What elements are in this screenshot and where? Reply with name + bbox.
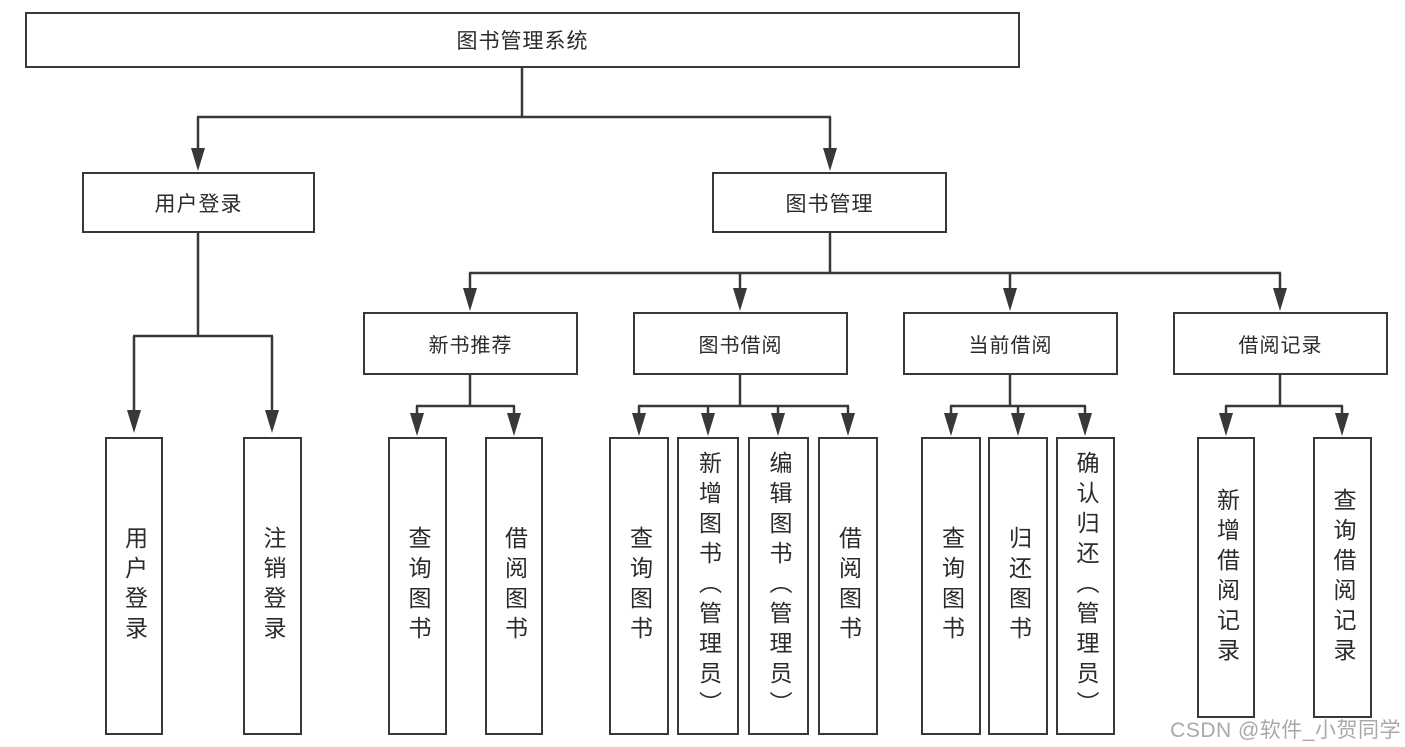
node-book-borrow-label: 图书借阅 xyxy=(698,335,783,357)
node-user-login: 用户登录 xyxy=(82,172,315,233)
node-new-book-recommend-label: 新书推荐 xyxy=(428,335,513,357)
leaf-query-borrow-record: 查询借阅记录 xyxy=(1313,437,1372,718)
node-book-borrow: 图书借阅 xyxy=(633,312,848,375)
leaf-borrow-books: 借阅图书 xyxy=(818,437,878,735)
leaf-add-books-admin: 新增图书（管理员） xyxy=(677,437,739,735)
leaf-edit-books-admin: 编辑图书（管理员） xyxy=(748,437,809,735)
leaf-query-books-recommend: 查询图书 xyxy=(388,437,447,735)
leaf-borrow-books-recommend: 借阅图书 xyxy=(485,437,543,735)
leaf-confirm-return-admin: 确认归还（管理员） xyxy=(1056,437,1115,735)
leaf-return-books: 归还图书 xyxy=(988,437,1048,735)
leaf-add-borrow-record: 新增借阅记录 xyxy=(1197,437,1255,718)
node-user-login-label: 用户登录 xyxy=(154,192,243,216)
node-root-label: 图书管理系统 xyxy=(456,30,589,53)
node-current-borrow: 当前借阅 xyxy=(903,312,1118,375)
node-borrow-records-label: 借阅记录 xyxy=(1238,335,1323,357)
node-borrow-records: 借阅记录 xyxy=(1173,312,1388,375)
leaf-user-login: 用户登录 xyxy=(105,437,163,735)
leaf-query-books-borrow: 查询图书 xyxy=(609,437,669,735)
node-current-borrow-label: 当前借阅 xyxy=(968,335,1053,357)
node-root-system: 图书管理系统 xyxy=(25,12,1020,68)
csdn-watermark: CSDN @软件_小贺同学 xyxy=(1170,719,1401,742)
node-book-management-label: 图书管理 xyxy=(785,192,874,216)
leaf-query-books-current: 查询图书 xyxy=(921,437,981,735)
node-new-book-recommend: 新书推荐 xyxy=(363,312,578,375)
node-book-management: 图书管理 xyxy=(712,172,947,233)
leaf-logout: 注销登录 xyxy=(243,437,302,735)
